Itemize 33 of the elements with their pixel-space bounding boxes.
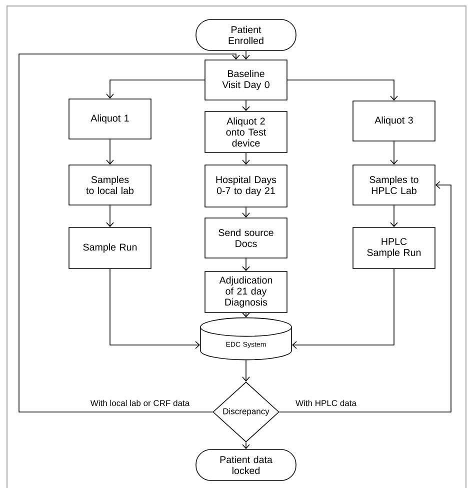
arrow xyxy=(242,360,250,382)
arrow xyxy=(390,205,398,228)
process-box: Aliquot 1 xyxy=(68,98,152,140)
process-box: Send source Docs xyxy=(204,218,288,258)
process-box: Samples to HPLC Lab xyxy=(352,164,436,206)
terminal-box: Patient Enrolled xyxy=(196,19,296,51)
arrow xyxy=(18,54,240,412)
process-box: Baseline Visit Day 0 xyxy=(204,60,288,100)
terminal-box: Patient data locked xyxy=(196,449,296,481)
arrow xyxy=(242,207,250,218)
arrow xyxy=(110,268,200,349)
arrow xyxy=(242,312,250,318)
edge-label: With local lab or CRF data xyxy=(89,398,191,408)
arrow xyxy=(242,442,250,450)
arrow xyxy=(390,141,398,165)
process-box: HPLC Sample Run xyxy=(352,227,436,269)
process-box: Samples to local lab xyxy=(68,164,152,206)
arrow xyxy=(242,50,250,60)
arrow xyxy=(242,258,250,272)
arrow xyxy=(292,268,394,349)
process-box: Sample Run xyxy=(68,227,152,269)
arrow xyxy=(279,181,452,412)
process-box: Aliquot 3 xyxy=(352,100,436,142)
arrow xyxy=(242,152,250,165)
arrow xyxy=(242,100,250,112)
arrow xyxy=(287,80,398,101)
process-box: Hospital Days 0-7 to day 21 xyxy=(204,164,288,208)
process-box: Adjudication of 21 day Diagnosis xyxy=(204,271,288,313)
process-box: Aliquot 2 onto Test device xyxy=(204,111,288,153)
arrow xyxy=(106,139,114,165)
arrow xyxy=(106,80,205,99)
arrow xyxy=(106,205,114,228)
edge-label: With HPLC data xyxy=(294,398,358,408)
